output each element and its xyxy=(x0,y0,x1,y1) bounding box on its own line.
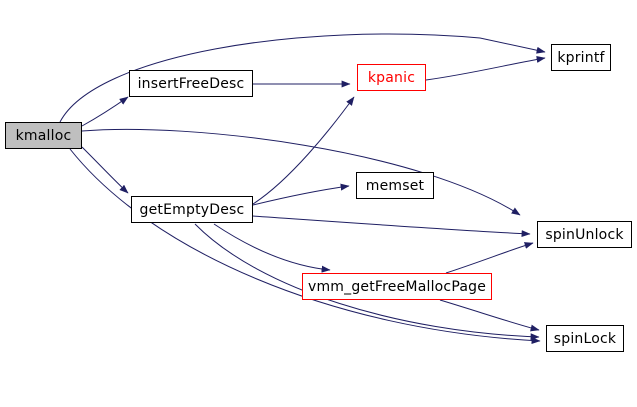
edge-kmalloc-to-spinLock xyxy=(69,148,541,345)
node-memset[interactable]: memset xyxy=(356,172,434,199)
edge-kmalloc-to-getEmptyDesc xyxy=(81,146,129,194)
edge-getEmptyDesc-to-spinLock xyxy=(194,223,540,341)
node-vmm_getFreeMallocPage[interactable]: vmm_getFreeMallocPage xyxy=(302,273,492,300)
node-label-spinUnlock: spinUnlock xyxy=(545,226,624,243)
node-getEmptyDesc[interactable]: getEmptyDesc xyxy=(131,196,253,223)
edge-getEmptyDesc-to-memset xyxy=(252,183,350,206)
edge-vmm_getFreeMallocPage-to-spinLock xyxy=(439,299,540,332)
node-label-vmm_getFreeMallocPage: vmm_getFreeMallocPage xyxy=(307,278,487,295)
node-spinLock[interactable]: spinLock xyxy=(546,325,624,352)
node-label-kmalloc: kmalloc xyxy=(15,127,72,144)
node-label-insertFreeDesc: insertFreeDesc xyxy=(137,75,245,92)
edge-kmalloc-to-insertFreeDesc xyxy=(81,96,129,127)
node-kmalloc[interactable]: kmalloc xyxy=(5,122,82,149)
edge-vmm_getFreeMallocPage-to-spinUnlock xyxy=(445,242,534,274)
edge-getEmptyDesc-to-kpanic xyxy=(252,96,355,205)
node-kpanic[interactable]: kpanic xyxy=(357,64,426,91)
node-kprintf[interactable]: kprintf xyxy=(551,44,611,71)
node-spinUnlock[interactable]: spinUnlock xyxy=(537,221,632,248)
edge-getEmptyDesc-to-spinUnlock xyxy=(252,215,531,238)
edge-kmalloc-to-spinUnlock xyxy=(81,128,521,216)
node-label-getEmptyDesc: getEmptyDesc xyxy=(139,201,245,218)
node-label-spinLock: spinLock xyxy=(553,330,617,347)
node-insertFreeDesc[interactable]: insertFreeDesc xyxy=(129,70,253,97)
node-label-memset: memset xyxy=(365,177,425,194)
node-label-kprintf: kprintf xyxy=(557,49,605,66)
edge-kmalloc-to-kprintf xyxy=(59,33,546,123)
node-label-kpanic: kpanic xyxy=(367,69,416,86)
edge-kpanic-to-kprintf xyxy=(425,55,546,81)
edge-getEmptyDesc-to-vmm_getFreeMallocPage xyxy=(213,223,331,273)
